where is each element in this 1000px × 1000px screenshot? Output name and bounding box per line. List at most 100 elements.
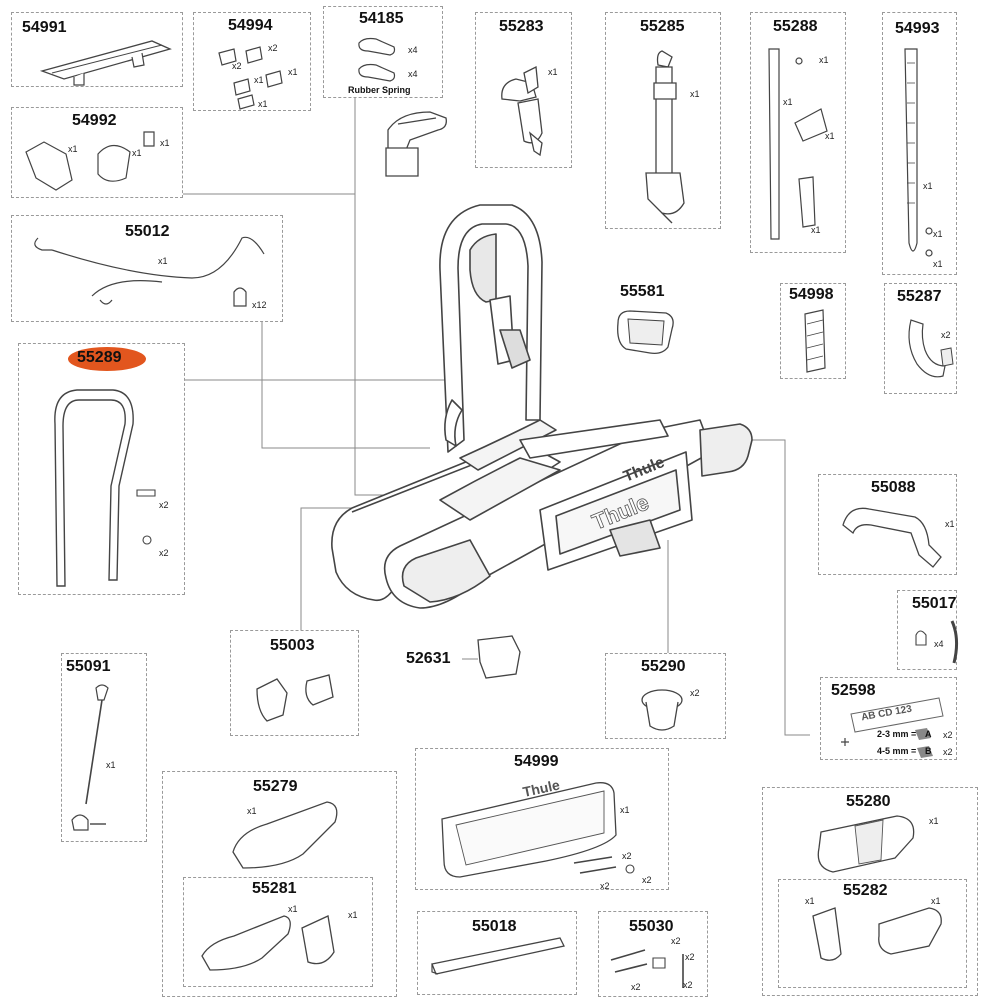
spec-4-5mm: 4-5 mm = [877,746,917,756]
quantity-54992-a: x1 [68,144,78,154]
part-number-55282[interactable]: 55282 [843,882,888,899]
part-number-54992[interactable]: 54992 [72,112,117,129]
part-illustration-52598 [821,678,958,758]
part-box-55287[interactable]: 55287 x2 [884,283,957,394]
part-number-55279[interactable]: 55279 [253,778,298,795]
part-box-54998[interactable]: 54998 [780,283,846,379]
spec-2-3mm: 2-3 mm = [877,729,917,739]
quantity-54993-a: x1 [923,181,933,191]
highlight-oval-55289 [68,347,146,371]
part-illustration-55279 [163,772,398,872]
quantity-54992-b: x1 [132,148,142,158]
part-number-55289[interactable]: 55289 [77,349,122,366]
part-number-55287[interactable]: 55287 [897,288,942,305]
part-group-52631[interactable]: 52631 [404,632,524,682]
quantity-55030-d: x2 [683,980,693,990]
part-number-52598[interactable]: 52598 [831,682,876,699]
part-number-55581[interactable]: 55581 [620,283,665,300]
part-number-55088[interactable]: 55088 [871,479,916,496]
part-number-55030[interactable]: 55030 [629,918,674,935]
quantity-55288-a: x1 [819,55,829,65]
part-illustration-54998 [781,284,847,380]
part-box-55282[interactable]: 55282 x1 x1 [778,879,967,988]
part-box-55003[interactable]: 55003 [230,630,359,736]
quantity-54999-a: x1 [620,805,630,815]
part-illustration-55012 [12,216,284,323]
bike-carrier [332,205,752,608]
part-number-55283[interactable]: 55283 [499,18,544,35]
part-number-54994[interactable]: 54994 [228,17,273,34]
quantity-55285: x1 [690,89,700,99]
quantity-55288-d: x1 [811,225,821,235]
part-number-55012[interactable]: 55012 [125,223,170,240]
caption-rubber-spring: Rubber Spring [348,85,411,95]
part-number-55285[interactable]: 55285 [640,18,685,35]
quantity-55030-b: x2 [685,952,695,962]
quantity-55288-c: x1 [825,131,835,141]
part-box-55581: 55581 [606,283,688,359]
part-number-55018[interactable]: 55018 [472,918,517,935]
part-number-54991[interactable]: 54991 [22,19,67,36]
quantity-55282-a: x1 [805,896,815,906]
quantity-55091: x1 [106,760,116,770]
part-box-55017[interactable]: 55017 x4 [897,590,957,670]
part-illustration-54185 [324,7,444,99]
part-box-55281[interactable]: 55281 x1 x1 [183,877,373,987]
quantity-54185-a: x4 [408,45,418,55]
part-illustration-55088 [819,475,958,576]
part-illustration-55285 [606,13,722,230]
part-number-54185[interactable]: 54185 [359,10,404,27]
part-box-55288[interactable]: 55288 x1 x1 x1 x1 [750,12,846,253]
quantity-55282-b: x1 [931,896,941,906]
part-illustration-54992 [12,108,184,199]
quantity-55012-a: x1 [158,256,168,266]
quantity-55030-c: x2 [631,982,641,992]
quantity-55280: x1 [929,816,939,826]
part-box-55289[interactable]: 55289 x2 x2 [18,343,185,595]
leader-55003 [301,508,360,630]
part-illustration-55581 [606,283,688,359]
part-number-52631[interactable]: 52631 [406,650,451,667]
part-box-54992[interactable]: 54992 x1 x1 x1 [11,107,183,198]
part-box-54991[interactable]: 54991 [11,12,183,87]
part-box-52598[interactable]: 52598 AB CD 123 2-3 mm = A x2 4-5 mm = B… [820,677,957,760]
part-box-54993[interactable]: 54993 x1 x1 x1 [882,12,957,275]
quantity-52598-b: x2 [943,747,953,757]
part-box-55088[interactable]: 55088 x1 [818,474,957,575]
part-box-55283[interactable]: 55283 x1 [475,12,572,168]
part-box-55012[interactable]: 55012 x1 x12 [11,215,283,322]
part-illustration-55003 [231,631,360,737]
quantity-54994-b: x2 [268,43,278,53]
part-box-54999[interactable]: 54999 Thule x1 x2 x2 x2 [415,748,670,891]
quantity-54999-d: x2 [642,875,652,885]
part-box-54994[interactable]: 54994 x2 x2 x1 x1 x1 [193,12,311,111]
part-number-54993[interactable]: 54993 [895,20,940,37]
part-illustration-54991 [12,13,184,88]
part-box-55018[interactable]: 55018 [417,911,577,995]
quantity-55017: x4 [934,639,944,649]
part-number-55281[interactable]: 55281 [252,880,297,897]
part-illustration-55280 [763,788,979,878]
rear-light-unit [700,424,752,476]
part-box-55091[interactable]: 55091 x1 [61,653,147,842]
part-number-54998[interactable]: 54998 [789,286,834,303]
quantity-55088: x1 [945,519,955,529]
part-number-55280[interactable]: 55280 [846,793,891,810]
part-box-54185[interactable]: 54185 x4 x4 Rubber Spring [323,6,443,98]
part-number-54999[interactable]: 54999 [514,753,559,770]
part-box-55030[interactable]: 55030 x2 x2 x2 x2 [598,911,708,997]
part-number-55017[interactable]: 55017 [912,595,957,612]
quantity-54999-c: x2 [600,881,610,891]
part-illustration-54999: Thule [416,776,670,891]
part-box-55290[interactable]: 55290 x2 [605,653,726,739]
part-box-55285[interactable]: 55285 x1 [605,12,721,229]
quantity-55287: x2 [941,330,951,340]
part-illustration-55288 [751,13,847,254]
part-illustration-55283 [476,13,573,169]
part-number-55290[interactable]: 55290 [641,658,686,675]
part-number-55091[interactable]: 55091 [66,658,111,675]
part-illustration-55282 [779,880,968,989]
part-illustration-55091 [62,654,148,843]
part-number-55003[interactable]: 55003 [270,637,315,654]
part-number-55288[interactable]: 55288 [773,18,818,35]
